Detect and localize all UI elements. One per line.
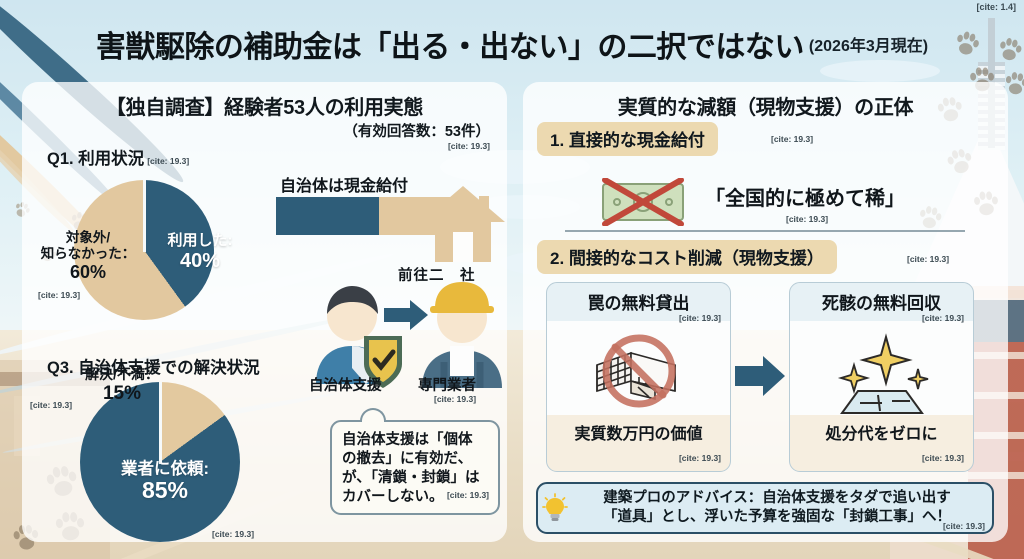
section-2-chip: 2. 間接的なコスト削減（現物支援） bbox=[537, 240, 837, 274]
paw-print-icon bbox=[1003, 70, 1024, 99]
worker-person-icon bbox=[422, 282, 502, 388]
callout-line-2: の撤去」に有効だ、 bbox=[342, 450, 473, 467]
flow-to-label: 専門業者 bbox=[418, 378, 476, 394]
q3-outside-citation: [cite: 19.3] bbox=[30, 400, 73, 410]
paw-print-icon bbox=[996, 35, 1024, 65]
section-2-citation: [cite: 19.3] bbox=[907, 254, 950, 264]
benefit-card-trap: 罠の無料貸出 [cite: 19.3] 実質数万円の価値 [cite: 19.3… bbox=[546, 282, 731, 472]
q1-outside-citation: [cite: 19.3] bbox=[38, 290, 81, 300]
lightbulb-icon bbox=[542, 493, 568, 523]
callout-citation: [cite: 19.3] bbox=[446, 489, 489, 500]
q1-notapplicable-value: 60% bbox=[69, 262, 107, 283]
section-1-chip: 1. 直接的な現金給付 bbox=[537, 122, 718, 156]
advice-citation: [cite: 19.3] bbox=[942, 521, 985, 531]
q1-notapplicable-line1: 対象外/ bbox=[65, 230, 111, 245]
benefit-card-carcass-title: 死骸の無料回収 bbox=[822, 294, 941, 313]
advice-text: 建築プロのアドバイス：自治体支援をタダで追い出す 「道具」とし、浮いた予算を強固… bbox=[568, 489, 986, 526]
q3-hired-label: 業者に依頼: bbox=[121, 460, 209, 478]
benefit-card-carcass-title-citation: [cite: 19.3] bbox=[921, 313, 964, 323]
bar-chart-title: 自治体は現金給付 bbox=[280, 178, 409, 195]
benefit-card-trap-caption-citation: [cite: 19.3] bbox=[678, 453, 721, 463]
survey-panel-heading: 【独自調査】経験者53人の利用実態 bbox=[105, 97, 424, 119]
banknote-crossed-out-icon bbox=[601, 177, 685, 227]
q1-slice-label-used: 利用した: 40% bbox=[152, 232, 248, 273]
callout-line-1: 自治体支援は「個体 bbox=[342, 432, 473, 448]
q1-label-text: Q1. 利用状況 bbox=[47, 150, 145, 168]
bar-chart-fill bbox=[276, 197, 379, 235]
q3-slice-label-hired: 業者に依頼: 85% bbox=[90, 460, 240, 504]
section-1-quote-citation: [cite: 19.3] bbox=[786, 214, 829, 224]
flow-to-citation: [cite: 19.3] bbox=[434, 394, 477, 404]
survey-panel: 【独自調査】経験者53人の利用実態 （有効回答数：53件） [cite: 19.… bbox=[22, 82, 507, 542]
q3-unsolved-value: 15% bbox=[102, 382, 142, 404]
benefit-card-carcass-caption: 処分代をゼロに bbox=[825, 426, 938, 443]
shield-check-icon bbox=[364, 336, 402, 388]
benefit-card-trap-title-citation: [cite: 19.3] bbox=[678, 313, 721, 323]
paw-print-icon bbox=[952, 28, 983, 60]
q3-inside-citation: [cite: 19.3] bbox=[212, 529, 255, 539]
callout-line-3: が、「清鎖・封鎖」は bbox=[342, 469, 480, 486]
q1-slice-label-notapplicable: 対象外/ 知らなかった： 60% bbox=[32, 230, 144, 284]
page-title: 害獣駆除の補助金は「出る・出ない」の二択ではない (2026年3月現在) bbox=[0, 18, 1024, 70]
q1-pie-separator bbox=[143, 180, 146, 252]
q3-hired-value: 85% bbox=[141, 477, 189, 504]
house-icon bbox=[419, 182, 507, 266]
section-1-citation: [cite: 19.3] bbox=[771, 134, 814, 144]
subsidy-reality-panel: 実質的な減額（現物支援）の正体 1. 直接的な現金給付 [cite: 19.3]… bbox=[523, 82, 1008, 542]
callout-tail bbox=[360, 408, 386, 422]
q1-label: Q1. 利用状況[cite: 19.3] bbox=[47, 145, 189, 169]
benefit-card-trap-caption: 実質数万円の価値 bbox=[574, 426, 703, 443]
benefit-card-carcass-caption-citation: [cite: 19.3] bbox=[921, 453, 964, 463]
top-right-citation: [cite: 1.4] bbox=[976, 2, 1016, 12]
callout-line-4-text: カバーしない。 bbox=[342, 488, 444, 505]
benefit-card-trap-title: 罠の無料貸出 bbox=[587, 294, 690, 313]
advice-line-1: 建築プロのアドバイス：自治体支援をタダで追い出す bbox=[603, 490, 951, 507]
arrow-right-icon bbox=[735, 354, 785, 398]
page-title-date: (2026年3月現在) bbox=[808, 38, 929, 55]
cloud-shape bbox=[820, 60, 940, 82]
support-flow-illustration bbox=[304, 272, 514, 392]
advice-line-2: 「道具」とし、浮いた予算を強固な「封鎖工事」へ！ bbox=[603, 509, 951, 525]
subsidy-panel-heading: 実質的な減額（現物支援）の正体 bbox=[617, 97, 914, 119]
q1-used-value: 40% bbox=[179, 249, 221, 272]
q3-label: Q3. 自治体支援での解決状況 bbox=[47, 359, 260, 377]
bar-chart-caption: 前往二 社 bbox=[398, 268, 476, 284]
trap-cage-prohibited-icon bbox=[583, 331, 695, 411]
survey-sample-citation: [cite: 19.3] bbox=[447, 141, 490, 151]
q1-citation: [cite: 19.3] bbox=[147, 156, 190, 166]
callout-line-4: [cite: 19.3] カバーしない。 bbox=[342, 488, 489, 507]
flow-arrow-icon bbox=[384, 300, 428, 330]
advice-banner: 建築プロのアドバイス：自治体支援をタダで追い出す 「道具」とし、浮いた予算を強固… bbox=[536, 482, 994, 534]
callout-box: 自治体支援は「個体 の撤去」に有効だ、 が、「清鎖・封鎖」は [cite: 19… bbox=[330, 420, 500, 516]
q3-unsolved-label: 解決/不満： bbox=[85, 366, 159, 382]
sparkle-clean-icon bbox=[820, 325, 944, 415]
q1-used-label: 利用した: bbox=[167, 232, 233, 249]
survey-sample-note: （有効回答数：53件） [cite: 19.3] bbox=[343, 120, 490, 151]
survey-sample-text: （有効回答数：53件） bbox=[343, 124, 490, 140]
flow-from-label: 自治体支援 bbox=[309, 378, 382, 394]
section-divider bbox=[565, 230, 965, 232]
page-title-main: 害獣駆除の補助金は「出る・出ない」の二択ではない bbox=[95, 31, 805, 64]
section-1-quote: 「全国的に極めて稀」 bbox=[705, 188, 905, 210]
q3-pie-separator bbox=[159, 382, 162, 464]
q3-slice-label-unsolved: 解決/不満： 15% bbox=[57, 366, 187, 406]
benefit-card-carcass: 死骸の無料回収 [cite: 19.3] 処分代をゼロに [cite: 19.3… bbox=[789, 282, 974, 472]
q1-notapplicable-line2: 知らなかった： bbox=[40, 246, 136, 262]
